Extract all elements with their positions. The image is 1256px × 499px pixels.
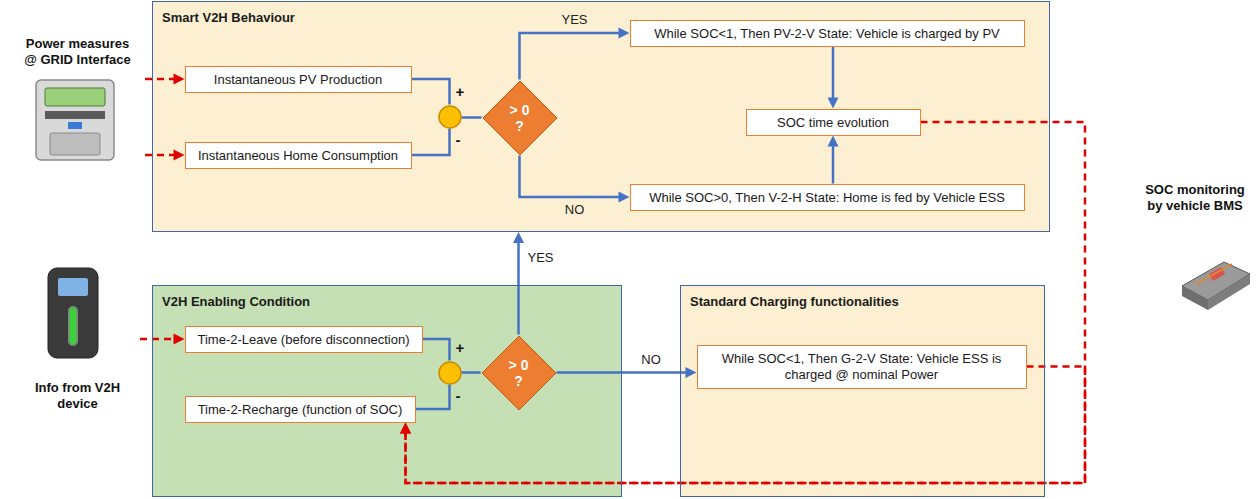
node-text: Instantaneous PV Production: [214, 72, 382, 87]
node-text: > 0 ?: [505, 357, 533, 389]
charger-light: [70, 308, 76, 344]
flow-arrow: [517, 241, 520, 335]
charger-icon: [48, 268, 98, 358]
arrow-head: [400, 423, 411, 434]
node-text: While SOC<1, Then PV-2-V State: Vehicle …: [654, 26, 1000, 41]
node-text: Info from V2H device: [22, 380, 134, 412]
flow-arrow: [520, 33, 621, 80]
flow-arrow: [412, 129, 450, 156]
battery-side: [1182, 286, 1208, 310]
arrow-head: [619, 192, 630, 203]
flow-arrow: [423, 339, 450, 361]
summing-junction: +-: [438, 105, 462, 129]
arrow-head: [174, 74, 185, 85]
node-text: Time-2-Leave (before disconnection): [198, 332, 410, 347]
node-text: While SOC>0, Then V-2-H State: Home is f…: [649, 190, 1005, 205]
charger-glow: [68, 306, 78, 346]
node-text: > 0 ?: [506, 102, 534, 134]
charger-body: [48, 268, 98, 358]
arrow-head: [828, 98, 839, 109]
device-node: SOC monitoring by vehicle BMS: [1138, 182, 1252, 317]
group-panel: Standard Charging functionalitiesWhile S…: [680, 285, 1045, 497]
arrow-head: [400, 423, 411, 434]
device-node: Info from V2H device: [15, 262, 140, 412]
node-text: Power measures @ GRID Interface: [22, 36, 134, 68]
node-text: SOC time evolution: [777, 115, 889, 130]
junction-shape: [438, 361, 462, 385]
decision-diamond: > 0 ?: [482, 80, 558, 156]
process-box: While SOC<1, Then PV-2-V State: Vehicle …: [630, 20, 1025, 47]
process-box: While SOC<1, Then G-2-V State: Vehicle E…: [697, 345, 1027, 389]
junction-circle: [439, 362, 461, 384]
sign-label: +: [456, 340, 465, 356]
flow-arrow: [462, 116, 482, 119]
node-text: Time-2-Recharge (function of SOC): [198, 402, 403, 417]
flow-arrow: [462, 371, 481, 374]
data-link: [145, 154, 176, 157]
node-text: While SOC<1, Then G-2-V State: Vehicle E…: [722, 351, 1002, 382]
edge-label: YES: [558, 12, 590, 28]
flow-arrow: [416, 385, 450, 410]
process-box: SOC time evolution: [746, 109, 921, 136]
node-text: SOC monitoring by vehicle BMS: [1139, 182, 1251, 214]
flow-arrow: [412, 79, 450, 105]
meter-body: [36, 80, 114, 160]
panel-fill: [152, 1, 1050, 232]
arrow-head: [686, 367, 697, 378]
process-box: While SOC>0, Then V-2-H State: Home is f…: [630, 184, 1025, 211]
arrow-head: [174, 334, 185, 345]
node-text: Instantaneous Home Consumption: [198, 148, 398, 163]
flow-arrow: [832, 145, 835, 184]
meter-terminal: [50, 133, 100, 155]
edge-label: YES: [524, 250, 556, 266]
group-panel: V2H Enabling ConditionTime-2-Leave (befo…: [152, 285, 622, 497]
junction-shape: [438, 105, 462, 129]
process-box: Instantaneous Home Consumption: [185, 142, 412, 169]
edge-label: NO: [562, 202, 588, 218]
summing-junction: +-: [438, 361, 462, 385]
panel-fill: [152, 285, 622, 497]
data-link: [140, 338, 176, 341]
sign-label: +: [456, 84, 465, 100]
meter-strip: [45, 111, 105, 119]
data-link: [406, 122, 1086, 483]
sign-label: -: [456, 132, 461, 148]
charger-screen: [58, 278, 88, 296]
flow-arrow: [520, 156, 621, 198]
panel-title: Standard Charging functionalities: [690, 294, 899, 309]
group-panel: Smart V2H BehaviourInstantaneous PV Prod…: [152, 1, 1050, 232]
panel-fill: [680, 285, 1045, 497]
data-link: [145, 78, 176, 81]
process-box: Time-2-Leave (before disconnection): [185, 326, 423, 353]
process-box: Time-2-Recharge (function of SOC): [185, 396, 416, 423]
panel-title: V2H Enabling Condition: [162, 294, 310, 309]
arrow-head: [619, 28, 630, 39]
sign-label: -: [456, 388, 461, 404]
device-node: Power measures @ GRID Interface: [10, 36, 145, 164]
arrow-head: [828, 136, 839, 147]
meter-led: [68, 122, 82, 129]
arrow-head: [513, 232, 524, 243]
decision-diamond: > 0 ?: [481, 335, 557, 411]
battery-pack-icon: [1182, 262, 1250, 310]
battery-cable: [1196, 264, 1232, 284]
energy-meter-icon: [36, 80, 114, 160]
diamond-polygon: [483, 81, 557, 155]
process-box: Instantaneous PV Production: [185, 66, 412, 93]
edge-label: NO: [638, 352, 664, 368]
arrow-head: [174, 150, 185, 161]
flow-arrow: [832, 47, 835, 100]
flow-arrow: [557, 371, 688, 374]
meter-display: [45, 88, 105, 106]
diamond-polygon: [482, 336, 556, 410]
panel-title: Smart V2H Behaviour: [162, 10, 295, 25]
junction-circle: [439, 106, 461, 128]
